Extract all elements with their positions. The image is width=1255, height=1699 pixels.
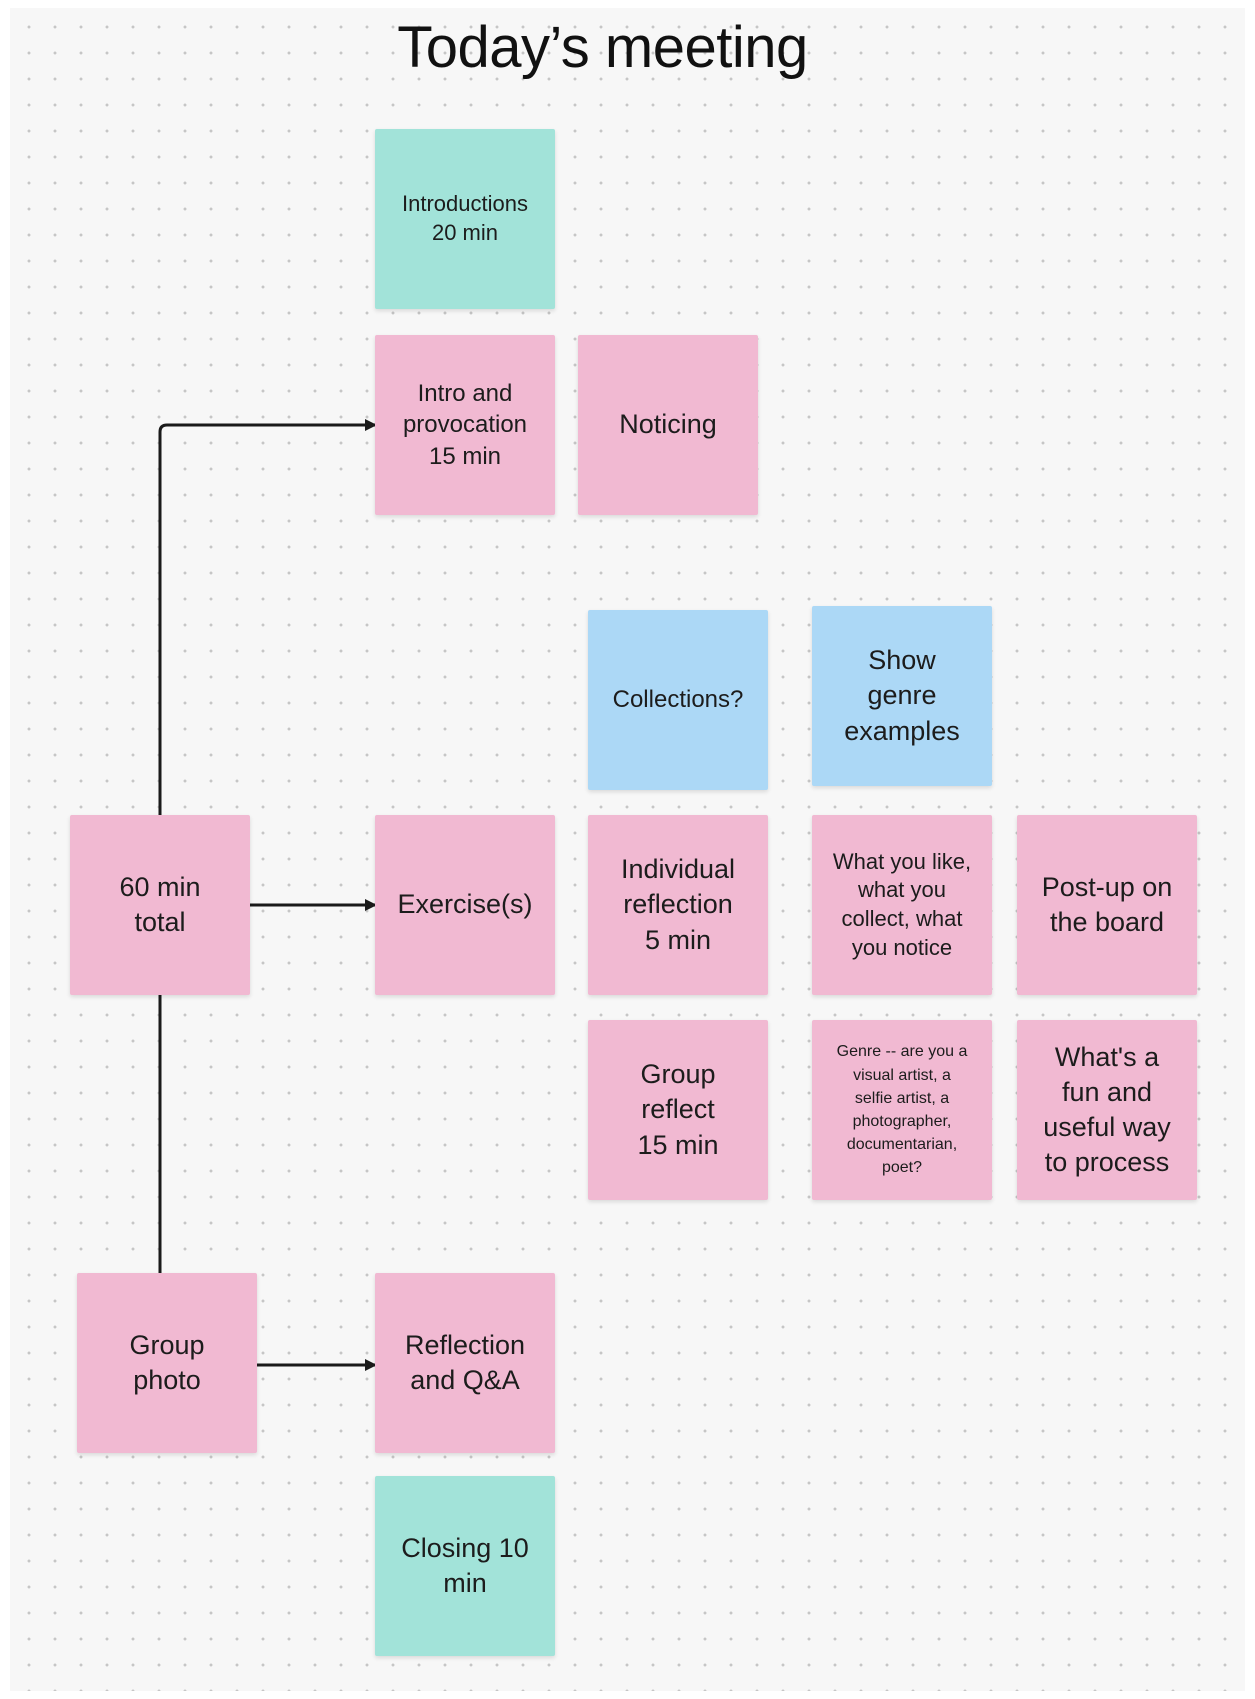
sticky-note-group-photo[interactable]: Group photo xyxy=(77,1273,257,1453)
sticky-note-reflection-qa[interactable]: Reflection and Q&A xyxy=(375,1273,555,1453)
sticky-note-introductions[interactable]: Introductions 20 min xyxy=(375,129,555,309)
sticky-note-closing[interactable]: Closing 10 min xyxy=(375,1476,555,1656)
sticky-note-collections[interactable]: Collections? xyxy=(588,610,768,790)
board-title: Today’s meeting xyxy=(397,15,808,80)
sticky-note-noticing[interactable]: Noticing xyxy=(578,335,758,515)
sticky-note-genre-question[interactable]: Genre -- are you a visual artist, a self… xyxy=(812,1020,992,1200)
sticky-note-exercises[interactable]: Exercise(s) xyxy=(375,815,555,995)
sticky-note-total-time[interactable]: 60 min total xyxy=(70,815,250,995)
sticky-note-group-reflect[interactable]: Group reflect 15 min xyxy=(588,1020,768,1200)
connector-total-to-intro xyxy=(158,419,377,815)
sticky-note-post-up[interactable]: Post-up on the board xyxy=(1017,815,1197,995)
sticky-note-what-you-like[interactable]: What you like, what you collect, what yo… xyxy=(812,815,992,995)
sticky-note-show-genre-examples[interactable]: Show genre examples xyxy=(812,606,992,786)
sticky-note-intro-provocation[interactable]: Intro and provocation 15 min xyxy=(375,335,555,515)
sticky-note-individual-reflection[interactable]: Individual reflection 5 min xyxy=(588,815,768,995)
sticky-note-fun-useful-process[interactable]: What's a fun and useful way to process xyxy=(1017,1020,1197,1200)
